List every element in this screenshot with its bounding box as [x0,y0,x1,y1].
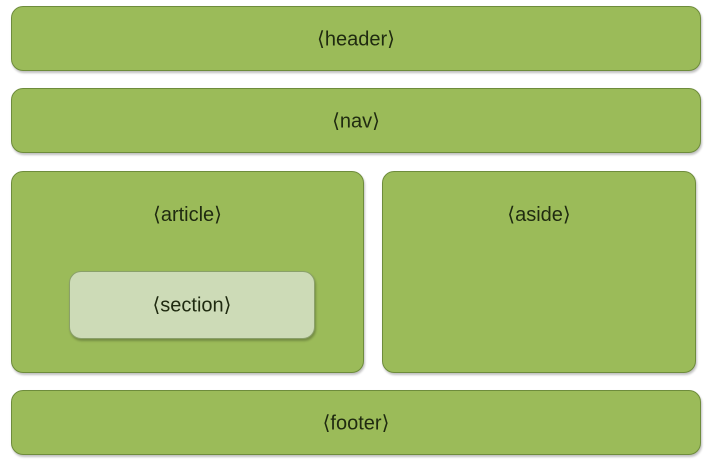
footer-block: ⟨footer⟩ [11,390,701,455]
section-block: ⟨section⟩ [69,271,315,339]
article-label: ⟨article⟩ [153,204,222,226]
nav-label: ⟨nav⟩ [332,110,380,132]
aside-label: ⟨aside⟩ [507,204,571,226]
header-block: ⟨header⟩ [11,6,701,71]
article-block: ⟨article⟩ ⟨section⟩ [11,171,364,373]
footer-label: ⟨footer⟩ [322,412,390,434]
header-label: ⟨header⟩ [317,28,395,50]
section-label: ⟨section⟩ [152,294,232,317]
nav-block: ⟨nav⟩ [11,88,701,153]
aside-block: ⟨aside⟩ [382,171,696,373]
